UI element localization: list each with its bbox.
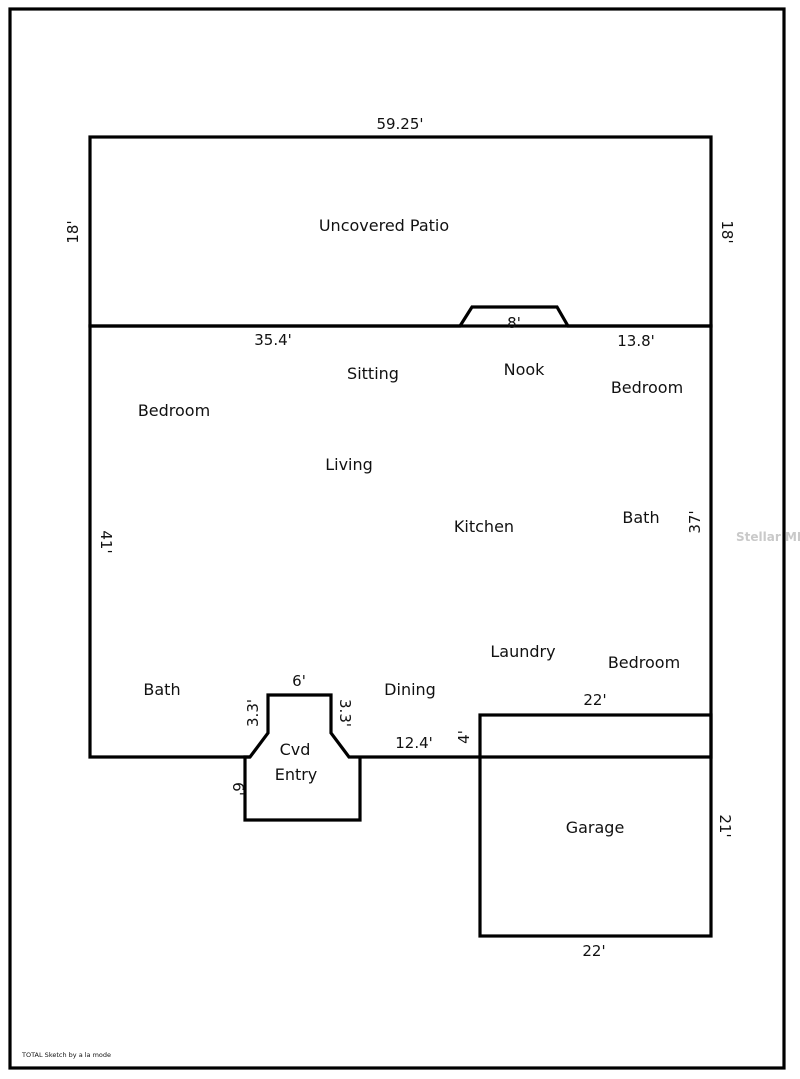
dim-house-top-left: 35.4' xyxy=(254,331,292,349)
room-label-bedroom-w: Bedroom xyxy=(138,401,210,420)
dim-house-top-right: 13.8' xyxy=(617,332,655,350)
dim-patio-left: 18' xyxy=(64,220,82,243)
room-label-entry: Entry xyxy=(275,765,318,784)
dim-entry-side: 6' xyxy=(229,782,247,796)
dim-patio-top: 59.25' xyxy=(376,115,423,133)
room-label-bedroom-se: Bedroom xyxy=(608,653,680,672)
dim-patio-right: 18' xyxy=(718,220,736,243)
room-label-dining: Dining xyxy=(384,680,436,699)
garage-outline xyxy=(478,713,713,938)
room-label-laundry: Laundry xyxy=(490,642,555,661)
room-label-bath-e: Bath xyxy=(622,508,659,527)
dim-house-right: 37' xyxy=(686,510,704,533)
dim-entry-left-angle: 3.3' xyxy=(244,699,262,727)
dim-garage-top: 22' xyxy=(583,691,606,709)
dim-garage-right: 21' xyxy=(716,814,734,837)
watermark: Stellar MLS xyxy=(736,530,800,544)
dim-garage-jog: 4' xyxy=(455,730,473,744)
page-border xyxy=(8,7,786,1070)
room-label-sitting: Sitting xyxy=(347,364,399,383)
dim-garage-bottom: 22' xyxy=(582,942,605,960)
room-label-living: Living xyxy=(325,455,373,474)
room-label-cvd: Cvd xyxy=(280,740,311,759)
sketch-credit: TOTAL Sketch by a la mode xyxy=(21,1051,111,1059)
room-label-garage: Garage xyxy=(566,818,625,837)
room-label-bedroom-ne: Bedroom xyxy=(611,378,683,397)
room-label-nook: Nook xyxy=(504,360,546,379)
house-outline xyxy=(88,305,713,759)
entry-outline xyxy=(243,755,362,822)
dim-entry-top: 6' xyxy=(292,672,306,690)
room-label-kitchen: Kitchen xyxy=(454,517,514,536)
dim-house-left: 41' xyxy=(97,530,115,553)
room-label-bath-w: Bath xyxy=(143,680,180,699)
dim-front-wall: 12.4' xyxy=(395,734,433,752)
dim-entry-right-angle: 3.3' xyxy=(336,699,354,727)
room-label-uncovered-patio: Uncovered Patio xyxy=(319,216,449,235)
dim-nook-bump: 8' xyxy=(507,314,521,332)
